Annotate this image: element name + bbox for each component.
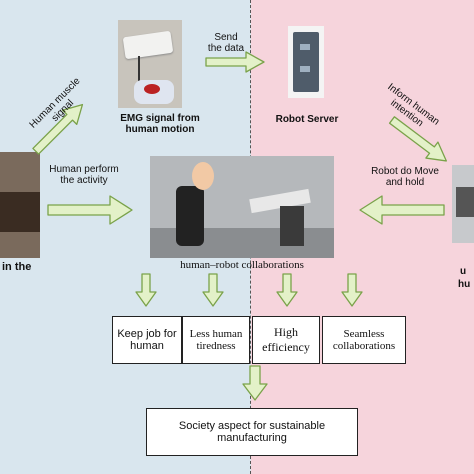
arrow-inform-intention [388, 116, 447, 162]
label-robot-server: Robot Server [275, 114, 339, 125]
benefit-keep-job: Keep job for human [112, 316, 182, 364]
robot-base [280, 206, 304, 246]
arrow-down-high-efficiency [276, 273, 298, 307]
society-text: Society aspect for sustainable manufactu… [178, 420, 326, 444]
benefit-high-efficiency: High efficiency [252, 316, 320, 364]
arrow-human-perform [47, 195, 133, 225]
label-human-perform: Human perform the activity [49, 164, 119, 186]
server-port [300, 44, 310, 50]
arrow-down-keep-job [135, 273, 157, 307]
arrow-down-society [242, 365, 268, 401]
left-cropped-photo [0, 152, 40, 258]
label-robot-do: Robot do Move and hold [371, 166, 439, 188]
emg-sensor-photo [118, 20, 182, 108]
robot-server-photo [288, 26, 324, 98]
emg-electrode-pad [144, 84, 160, 94]
benefit-seamless-text: Seamless collaborations [332, 328, 396, 352]
benefit-less-tiredness-text: Less human tiredness [189, 328, 243, 352]
arrow-robot-do [359, 195, 445, 225]
right-robot [456, 187, 474, 217]
arrow-down-less-tiredness [202, 273, 224, 307]
benefit-seamless-collaborations: Seamless collaborations [322, 316, 406, 364]
server-port [300, 66, 310, 72]
arrow-down-seamless [341, 273, 363, 307]
left-person [0, 192, 40, 232]
arrow-send-data [205, 51, 265, 73]
label-left-cutoff: in the [2, 261, 32, 273]
face-mask [192, 162, 214, 190]
label-right-cutoff-2: hu [458, 279, 471, 290]
label-human-robot-collaborations: human–robot collaborations [180, 259, 304, 271]
label-send-the-data: Send the data [207, 32, 245, 54]
society-box: Society aspect for sustainable manufactu… [146, 408, 358, 456]
benefit-keep-job-text: Keep job for human [117, 328, 177, 352]
arrow-human-muscle-signal [32, 103, 84, 155]
person-body [176, 186, 204, 246]
server-device [293, 32, 319, 92]
label-right-cutoff-1: u [460, 266, 467, 277]
right-cropped-photo [452, 165, 474, 243]
emg-cable [138, 56, 140, 86]
benefit-high-efficiency-text: High efficiency [262, 325, 310, 354]
benefit-less-tiredness: Less human tiredness [182, 316, 250, 364]
label-emg-signal: EMG signal from human motion [120, 113, 200, 135]
human-robot-photo [150, 156, 334, 258]
